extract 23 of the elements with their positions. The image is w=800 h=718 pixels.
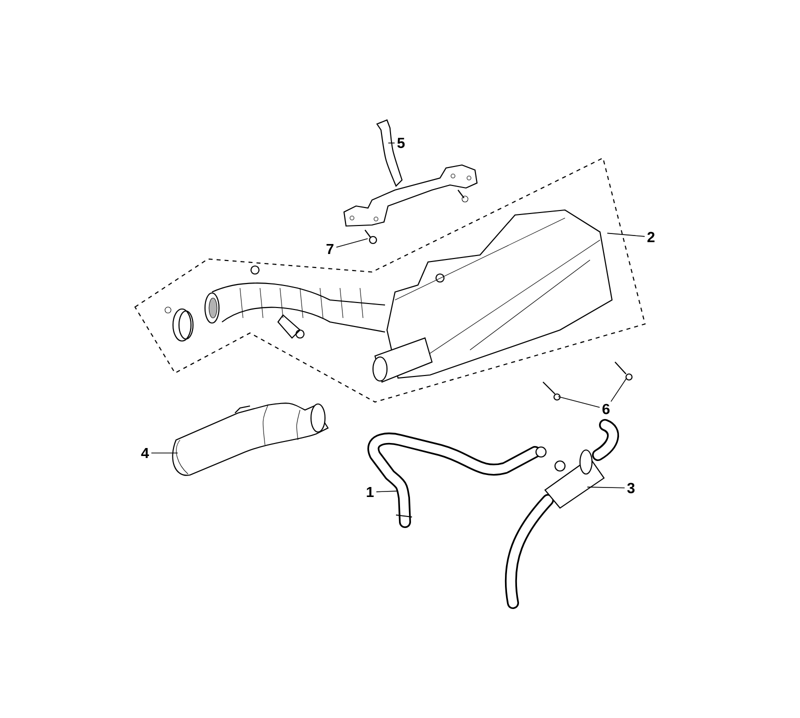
leader-line xyxy=(336,238,368,248)
hose-drawing xyxy=(172,402,329,476)
callout-number: 6 xyxy=(602,404,610,414)
callout-number: 3 xyxy=(627,482,635,494)
bolt-drawing xyxy=(364,230,378,244)
callout-number: 1 xyxy=(366,486,374,498)
leader-line xyxy=(376,490,398,492)
bolt-drawing xyxy=(614,362,633,381)
callout-number: 4 xyxy=(141,448,149,458)
leader-line xyxy=(610,378,627,402)
callout-number: 5 xyxy=(397,138,405,148)
callout-number: 2 xyxy=(647,232,654,242)
bracket-drawing xyxy=(343,119,478,227)
leader-line xyxy=(558,396,600,408)
bolt-drawing xyxy=(542,382,561,401)
leader-line xyxy=(388,142,396,144)
air-cleaner-drawing xyxy=(134,157,646,403)
valve-drawing xyxy=(504,419,620,609)
callout-number: 7 xyxy=(326,244,334,254)
leader-line xyxy=(606,232,646,237)
leader-line xyxy=(150,452,178,454)
hose-drawing xyxy=(367,432,547,528)
leader-line xyxy=(586,486,626,488)
